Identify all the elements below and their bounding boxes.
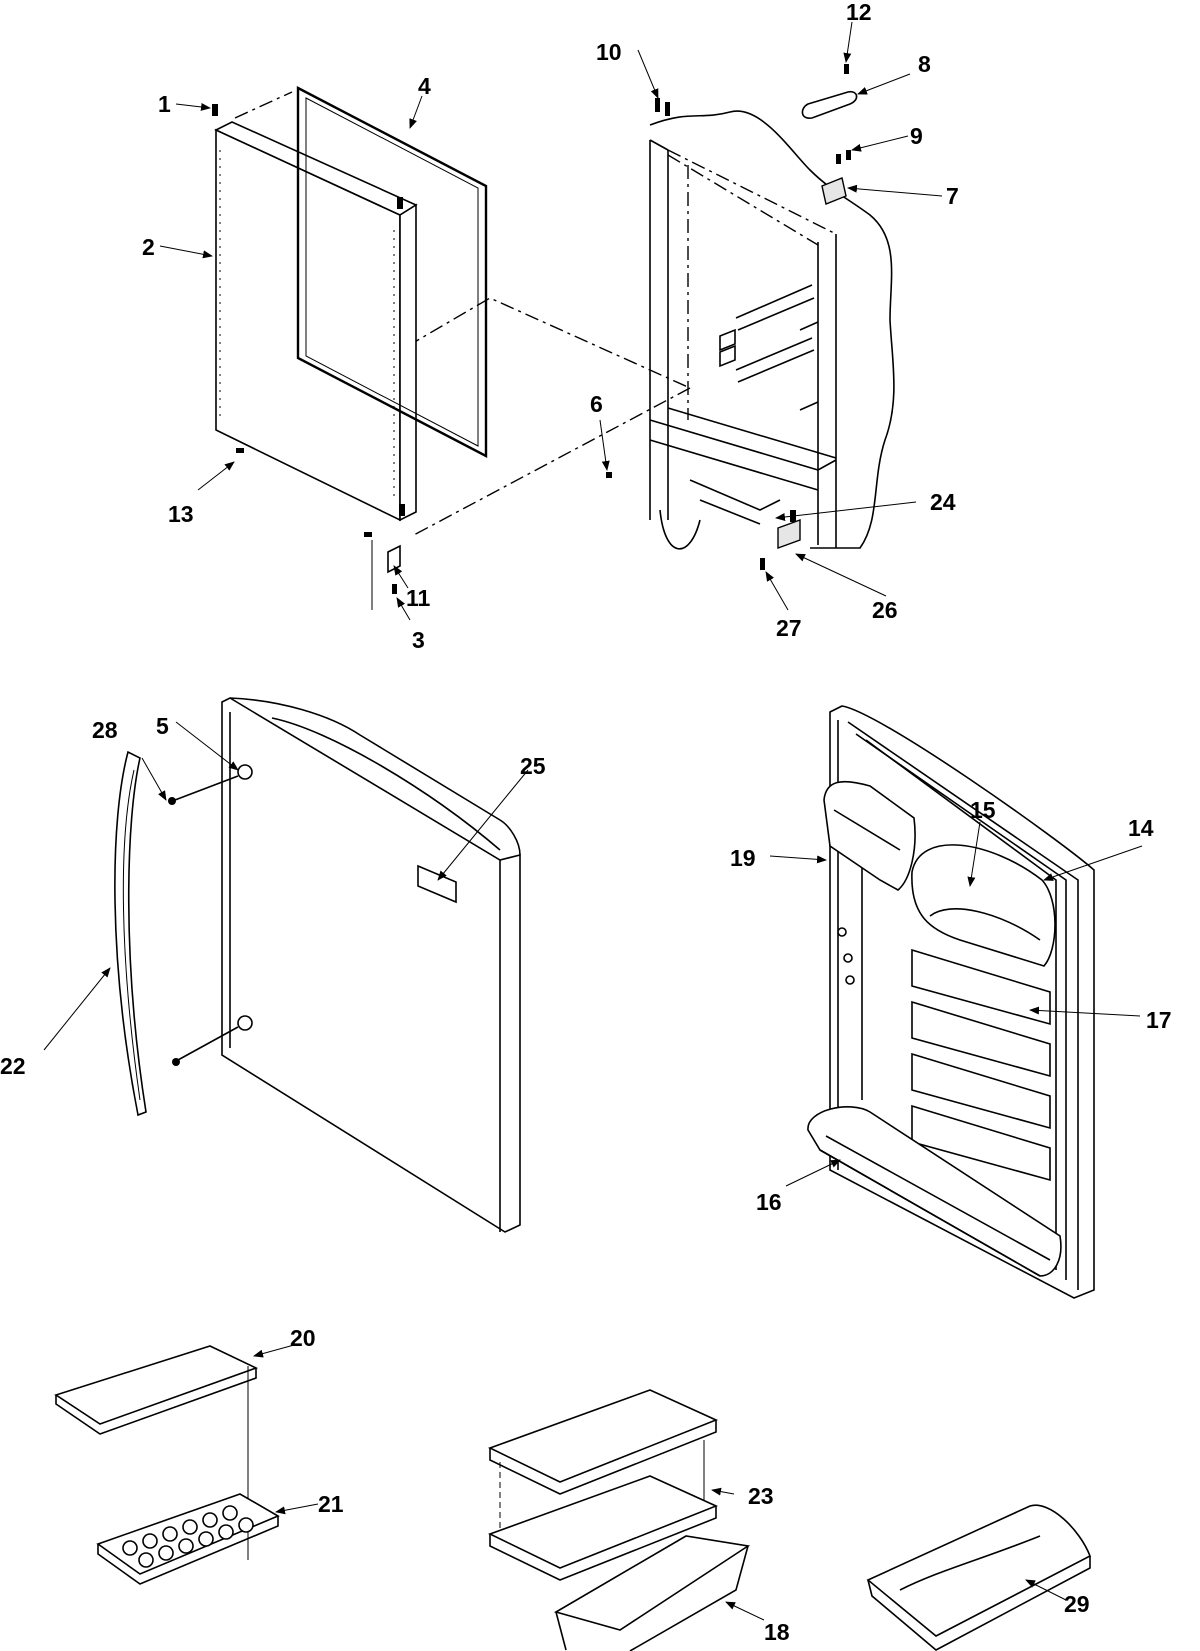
callout-7: 7 — [946, 183, 959, 209]
callout-29: 29 — [1064, 1591, 1090, 1617]
callout-5: 5 — [156, 713, 169, 739]
ice-tray-assembly — [487, 1389, 751, 1651]
callout-3: 3 — [412, 627, 425, 653]
callout-12: 12 — [846, 0, 872, 25]
callout-4: 4 — [418, 73, 431, 99]
callout-26: 26 — [872, 597, 898, 623]
callout-16: 16 — [756, 1189, 782, 1215]
fresh-food-door-exterior — [114, 697, 521, 1233]
callout-20: 20 — [290, 1325, 316, 1351]
freezer-door-assembly — [212, 86, 691, 610]
callout-23: 23 — [748, 1483, 774, 1509]
cabinet-liner-assembly — [606, 64, 895, 570]
callout-21: 21 — [318, 1491, 344, 1517]
callout-15: 15 — [970, 797, 996, 823]
callout-24: 24 — [930, 489, 956, 515]
callout-28: 28 — [92, 717, 118, 743]
callout-6: 6 — [590, 391, 603, 417]
callout-1: 1 — [158, 91, 171, 117]
callout-2: 2 — [142, 234, 155, 260]
callout-9: 9 — [910, 123, 923, 149]
callout-18: 18 — [764, 1619, 790, 1645]
callout-27: 27 — [776, 615, 802, 641]
callout-8: 8 — [918, 51, 931, 77]
callout-19: 19 — [730, 845, 756, 871]
egg-tray-assembly — [54, 1345, 280, 1585]
callout-22: 22 — [0, 1053, 26, 1079]
callout-11: 11 — [406, 585, 431, 611]
callout-10: 10 — [596, 39, 622, 65]
leader-lines — [43, 21, 1143, 1621]
fresh-food-door-interior — [807, 705, 1095, 1299]
callout-13: 13 — [168, 501, 194, 527]
callout-14: 14 — [1128, 815, 1154, 841]
callout-17: 17 — [1146, 1007, 1172, 1033]
callout-labels: 1 2 3 4 5 6 7 8 9 10 11 12 13 14 15 16 1… — [0, 0, 1172, 1645]
butter-tray-assembly — [866, 1504, 1092, 1651]
callout-25: 25 — [520, 753, 546, 779]
